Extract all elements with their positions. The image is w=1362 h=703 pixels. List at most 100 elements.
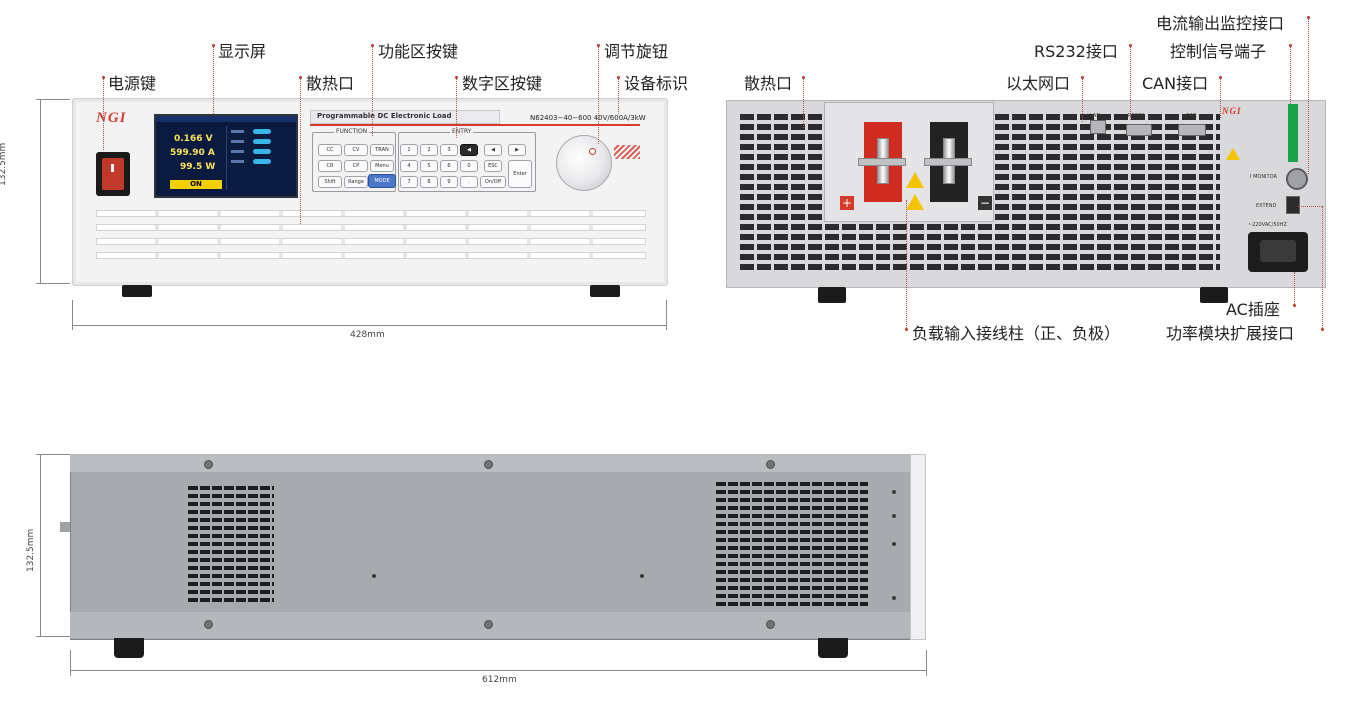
callout-can: CAN接口	[1142, 74, 1209, 93]
entry-key[interactable]: 5	[420, 160, 438, 172]
ac-rating-label: ~220VAC/50HZ	[1248, 222, 1287, 228]
lan-label: LAN	[1090, 113, 1101, 119]
side-hole-6	[892, 596, 896, 600]
screw-4	[204, 620, 213, 629]
side-vent-left	[188, 482, 274, 602]
callout-control-terminal: 控制信号端子	[1170, 42, 1267, 61]
side-foot-left	[114, 638, 144, 658]
function-key[interactable]: MODE	[368, 174, 396, 188]
callout-vent-front: 散热口	[306, 74, 355, 93]
ac-socket[interactable]	[1248, 232, 1308, 272]
front-vent-row	[96, 238, 646, 245]
front-vent-row	[96, 210, 646, 217]
screen-current: 599.90 A	[170, 148, 215, 158]
screen-power: 99.5 W	[180, 162, 216, 172]
current-monitor-bnc[interactable]	[1286, 168, 1308, 190]
entry-label: ENTRY	[450, 128, 474, 135]
entry-key[interactable]: 6	[440, 160, 458, 172]
rear-brand-logo: NGI	[1222, 106, 1242, 116]
callout-power-module-ext: 功率模块扩展接口	[1166, 324, 1295, 343]
extend-port[interactable]	[1286, 196, 1300, 214]
entry-key[interactable]: 4	[400, 160, 418, 172]
entry-key[interactable]: ESC	[484, 160, 502, 172]
function-key[interactable]: Range	[344, 176, 368, 188]
entry-key[interactable]: 8	[420, 176, 438, 188]
side-rear-stub	[60, 522, 70, 532]
entry-key[interactable]: 3	[440, 144, 458, 156]
entry-key[interactable]: ▶	[508, 144, 526, 156]
can-port[interactable]	[1178, 124, 1206, 136]
side-vent-right	[716, 482, 868, 606]
busbar-neg	[924, 158, 972, 166]
rear-foot-right	[1200, 287, 1228, 303]
extend-label: EXTEND	[1256, 203, 1277, 209]
function-label: FUNCTION	[334, 128, 370, 135]
side-height-dim: 132.5mm	[26, 528, 36, 572]
front-vent-row	[96, 252, 646, 259]
front-height-dim: 132.5mm	[0, 142, 8, 186]
callout-number-keys: 数字区按键	[462, 74, 543, 93]
rs232-port[interactable]	[1126, 124, 1152, 136]
entry-key[interactable]: 9	[440, 176, 458, 188]
warning-icon-2	[906, 194, 924, 210]
callout-vent-rear: 散热口	[744, 74, 793, 93]
callout-function-keys: 功能区按键	[378, 42, 459, 61]
function-key[interactable]: CC	[318, 144, 342, 156]
entry-key[interactable]: .	[460, 176, 478, 188]
decor-hatch	[614, 145, 640, 159]
rs232-label: RS232	[1128, 113, 1145, 119]
busbar-pos	[858, 158, 906, 166]
screw-5	[484, 620, 493, 629]
rear-foot-left	[818, 287, 846, 303]
callout-rs232: RS232接口	[1034, 42, 1118, 61]
callout-load-terminal: 负载输入接线柱（正、负极）	[912, 324, 1121, 343]
front-foot-left	[122, 285, 152, 297]
warning-icon	[906, 172, 924, 188]
function-key[interactable]: Menu	[370, 160, 394, 172]
can-label: CAN	[1186, 113, 1197, 119]
panel-accent-line	[310, 124, 640, 126]
model-label: N62403−40−600 40V/600A/3kW	[530, 114, 646, 122]
power-switch[interactable]	[96, 152, 130, 196]
panel-title-bar: Programmable DC Electronic Load	[310, 110, 500, 124]
function-key[interactable]: CV	[344, 144, 368, 156]
side-hole-1	[372, 574, 376, 578]
screw-6	[766, 620, 775, 629]
screen-voltage: 0.166 V	[174, 134, 213, 144]
front-foot-right	[590, 285, 620, 297]
entry-key[interactable]: On/Off	[480, 176, 506, 188]
rear-warning-icon	[1226, 148, 1240, 160]
callout-knob: 调节旋钮	[604, 42, 669, 61]
side-hole-3	[892, 490, 896, 494]
function-key[interactable]: CR	[318, 160, 342, 172]
callout-display: 显示屏	[218, 42, 267, 61]
control-signal-terminal[interactable]	[1288, 104, 1298, 162]
entry-key[interactable]: ◀	[460, 144, 478, 156]
entry-key[interactable]: ◀	[484, 144, 502, 156]
side-hole-2	[640, 574, 644, 578]
enter-key[interactable]: Enter	[508, 160, 532, 188]
function-key[interactable]: CP	[344, 160, 368, 172]
ethernet-port[interactable]	[1090, 120, 1106, 134]
callout-ac-socket: AC插座	[1226, 300, 1280, 319]
entry-key[interactable]: 2	[420, 144, 438, 156]
callout-ethernet: 以太网口	[1006, 74, 1071, 93]
entry-key[interactable]: 0	[460, 160, 478, 172]
entry-key[interactable]: 1	[400, 144, 418, 156]
screw-3	[766, 460, 775, 469]
entry-key[interactable]: 7	[400, 176, 418, 188]
brand-logo: NGI	[96, 110, 127, 126]
function-key[interactable]: TRAN	[370, 144, 394, 156]
panel-title: Programmable DC Electronic Load	[317, 112, 452, 120]
front-width-dim: 428mm	[350, 330, 385, 340]
side-hole-4	[892, 514, 896, 518]
side-foot-right	[818, 638, 848, 658]
adjust-knob[interactable]	[556, 135, 612, 191]
callout-current-monitor: 电流输出监控接口	[1156, 14, 1285, 33]
screen-state: ON	[170, 180, 222, 189]
callout-power-key: 电源键	[108, 74, 157, 93]
function-key[interactable]: Shift	[318, 176, 342, 188]
side-hole-5	[892, 542, 896, 546]
monitor-label: I MONITOR	[1250, 174, 1277, 180]
front-vent-row	[96, 224, 646, 231]
